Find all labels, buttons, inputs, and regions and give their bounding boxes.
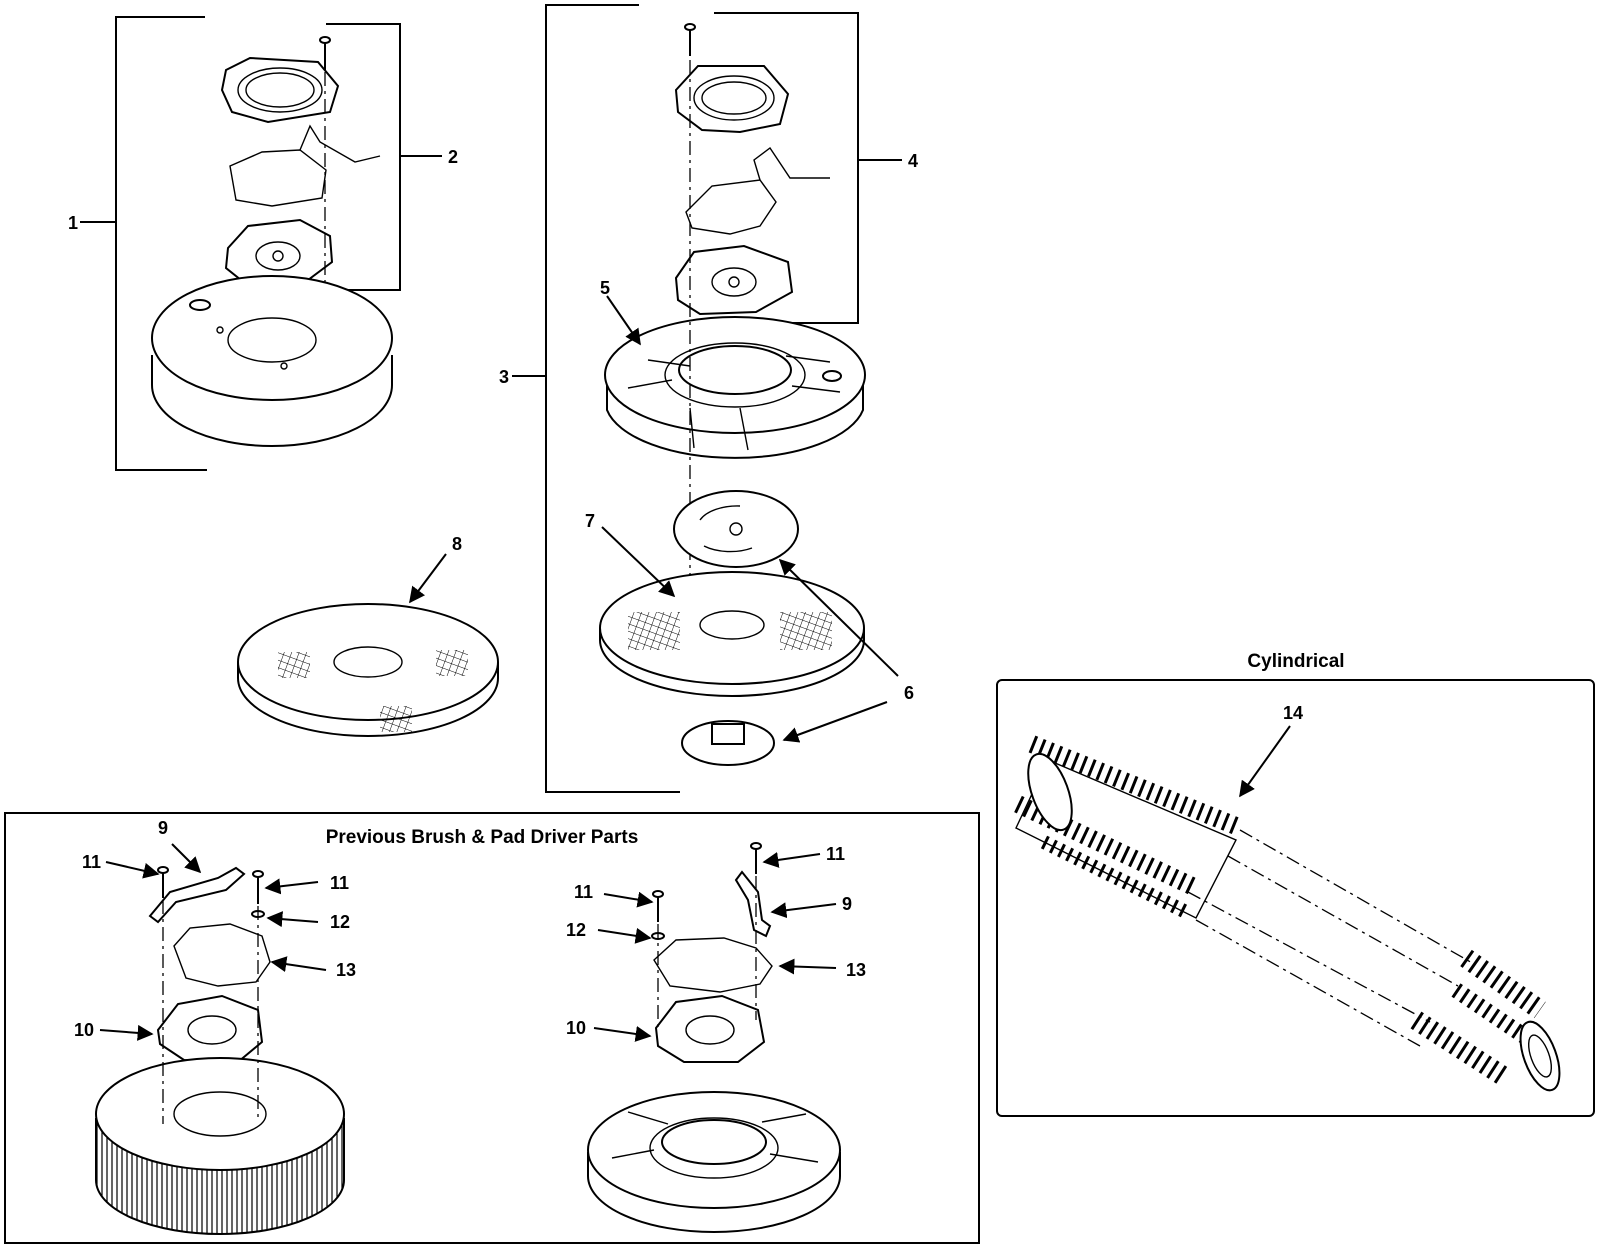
mount-plate	[674, 65, 790, 134]
callout-11: 11	[82, 852, 101, 872]
bracket-part-9	[148, 866, 246, 924]
center-lock	[681, 720, 775, 766]
driver-hub	[674, 244, 794, 316]
callout-12: 12	[566, 920, 586, 940]
callout-1: 1	[68, 213, 78, 233]
cylindrical-brush	[1014, 735, 1561, 1092]
callout-14: 14	[1283, 703, 1303, 723]
pad-driver-assembly-3: 3 4 5 7 6	[499, 4, 918, 793]
cylindrical-panel: Cylindrical 14	[996, 651, 1595, 1117]
panel-frame	[996, 679, 1595, 1117]
bolt	[652, 890, 664, 922]
bracket-part-9	[734, 870, 772, 938]
callout-6: 6	[904, 683, 914, 703]
leader-5	[606, 295, 641, 346]
leader-7	[601, 526, 676, 598]
callout-2: 2	[448, 147, 458, 167]
bolt	[252, 870, 264, 904]
pad-driver-body	[587, 1091, 841, 1233]
leader-8	[409, 553, 447, 604]
callout-11: 11	[330, 873, 349, 893]
mount-plate	[220, 56, 340, 124]
callout-11: 11	[826, 844, 845, 864]
leader-6b	[782, 701, 888, 743]
callout-8: 8	[452, 534, 462, 554]
bolt	[157, 866, 169, 898]
callout-5: 5	[600, 278, 610, 298]
bracket-1	[115, 16, 207, 471]
wire-clip	[229, 124, 381, 207]
cylindrical-panel-title: Cylindrical	[1247, 651, 1344, 672]
callout-13: 13	[336, 960, 356, 980]
callout-10: 10	[74, 1020, 94, 1040]
brush-block	[151, 275, 393, 448]
wire-clip	[653, 937, 773, 993]
callout-10: 10	[566, 1018, 586, 1038]
driver-hub	[654, 994, 766, 1063]
callout-9: 9	[158, 818, 168, 838]
callout-9: 9	[842, 894, 852, 914]
pad-driver-body	[604, 316, 866, 459]
panel-frame	[4, 812, 980, 1244]
brush-block	[95, 1057, 345, 1235]
callout-4: 4	[908, 151, 918, 171]
callout-3: 3	[499, 367, 509, 387]
callout-11: 11	[574, 882, 593, 902]
wire-clip	[173, 923, 271, 987]
legacy-brush-assembly: 11 9 11 12 13 10	[74, 818, 356, 1235]
callout-13: 13	[846, 960, 866, 980]
pad-8: 8	[237, 534, 499, 737]
previous-parts-panel: Previous Brush & Pad Driver Parts	[4, 812, 980, 1244]
bolt	[684, 23, 696, 56]
scrub-pad	[599, 571, 865, 697]
callout-12: 12	[330, 912, 350, 932]
driver-plate	[673, 490, 799, 568]
bolt	[319, 36, 331, 70]
legacy-pad-assembly: 11 11 9 12 13 10	[566, 842, 866, 1233]
leader-6a	[778, 558, 899, 677]
driver-hub	[156, 994, 264, 1064]
bolt	[750, 842, 762, 874]
wire-clip	[685, 146, 830, 235]
bracket-4	[714, 12, 859, 324]
driver-hub	[224, 218, 334, 288]
previous-panel-title: Previous Brush & Pad Driver Parts	[326, 827, 639, 848]
callout-7: 7	[585, 511, 595, 531]
bracket-3	[545, 4, 680, 793]
brush-driver-assembly-1: 1 2	[68, 16, 458, 471]
leader-14	[1239, 725, 1291, 798]
